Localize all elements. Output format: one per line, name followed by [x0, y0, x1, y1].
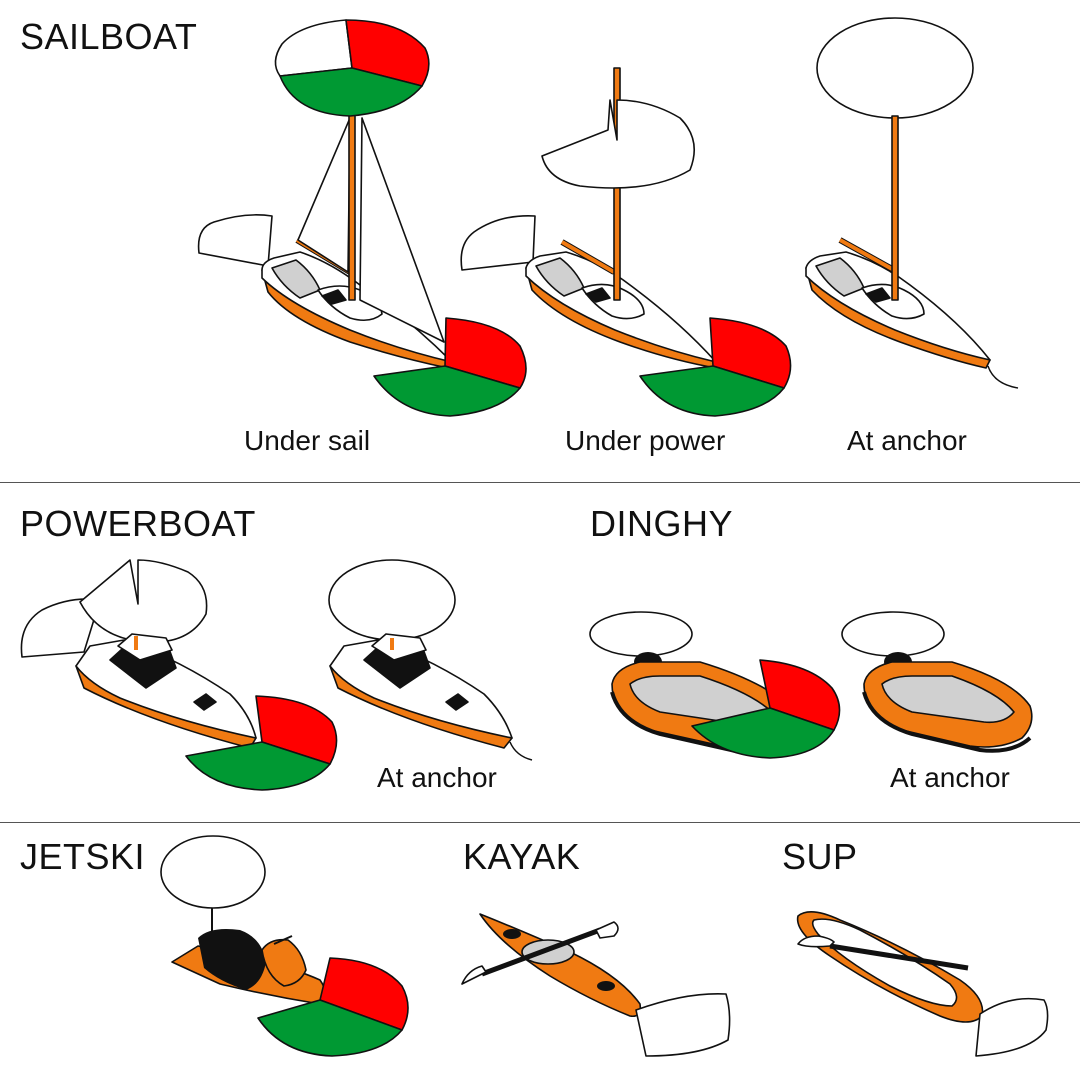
- section-title-kayak: KAYAK: [463, 836, 581, 877]
- dinghy-rubbing-strake: [862, 691, 1032, 753]
- hatch: [321, 289, 347, 305]
- mainsail: [297, 117, 351, 273]
- dinghy-floor: [881, 675, 1015, 724]
- sup-paddle-blade: [797, 935, 835, 948]
- mast: [891, 115, 899, 301]
- section-title-jetski: JETSKI: [20, 836, 146, 877]
- mast: [348, 109, 356, 301]
- port-sidelight: [444, 317, 527, 389]
- jetski-seat: [198, 929, 266, 990]
- sup-paddle-shaft: [829, 943, 969, 971]
- caption-powerboat-at-anchor: At anchor: [377, 762, 497, 793]
- starboard-sidelight: [691, 707, 835, 759]
- deck-hatch: [445, 693, 469, 711]
- caption-under-sail: Under sail: [244, 425, 371, 456]
- port-sidelight: [319, 957, 409, 1031]
- anchor-rode: [509, 741, 533, 761]
- section-title-powerboat: POWERBOAT: [20, 503, 256, 544]
- anchor-light: [328, 559, 456, 641]
- anchor-light: [816, 17, 974, 119]
- divider-bottom: [0, 822, 1080, 823]
- jetski: [160, 835, 409, 1057]
- kayak-hatch-front: [503, 929, 521, 939]
- kayak: [461, 913, 731, 1057]
- sup: [796, 911, 1049, 1057]
- steaming-light-sector: [541, 99, 696, 189]
- kayak-paddle-blade-right: [595, 921, 619, 939]
- jib: [359, 117, 445, 343]
- dinghy-underway: [589, 611, 841, 759]
- stern-light-sector: [197, 214, 273, 267]
- anchor-rode: [987, 365, 1019, 389]
- sup-deck-pad: [811, 918, 958, 1007]
- powerboat-underway: [20, 559, 338, 791]
- cabin-roof: [371, 633, 427, 661]
- hatch: [585, 287, 611, 303]
- starboard-sidelight: [185, 741, 331, 791]
- stern-light-sector: [635, 993, 731, 1057]
- kayak-paddle-shaft: [481, 927, 601, 977]
- starboard-sidelight: [639, 365, 785, 417]
- section-title-sailboat: SAILBOAT: [20, 16, 198, 57]
- tricolour-green: [279, 67, 423, 117]
- dinghy-at-anchor: [841, 611, 1033, 753]
- starboard-sidelight: [257, 999, 403, 1057]
- port-sidelight: [255, 695, 338, 765]
- deck-hatch: [193, 693, 217, 711]
- tricolour-red: [345, 19, 430, 87]
- cabin-roof: [117, 633, 173, 661]
- handlebar: [273, 935, 293, 945]
- caption-under-power: Under power: [565, 425, 726, 456]
- section-title-sup: SUP: [782, 836, 858, 877]
- anchor-light: [841, 611, 945, 657]
- section-title-dinghy: DINGHY: [590, 503, 734, 544]
- sailboat-at-anchor: [805, 17, 1019, 389]
- jetski-handlebar-housing: [261, 938, 307, 987]
- port-sidelight: [759, 659, 841, 731]
- kayak-paddle-blade-left: [461, 965, 487, 985]
- tricolour-white: [274, 19, 353, 77]
- masthead-light-sector: [79, 559, 208, 643]
- all-round-light: [589, 611, 693, 657]
- stern-light-sector: [975, 997, 1049, 1057]
- light-mast: [134, 636, 138, 650]
- all-round-light: [160, 835, 266, 909]
- sailboat-under-power: [460, 67, 792, 417]
- powerboat-at-anchor: [328, 559, 533, 761]
- kayak-hatch-rear: [597, 981, 615, 991]
- stern-light-sector: [460, 215, 536, 271]
- starboard-sidelight: [373, 365, 521, 417]
- light-mast: [390, 638, 394, 650]
- divider-top: [0, 482, 1080, 483]
- caption-dinghy-at-anchor: At anchor: [890, 762, 1010, 793]
- hatch: [865, 287, 891, 303]
- caption-sailboat-at-anchor: At anchor: [847, 425, 967, 456]
- sailboat-under-sail: [197, 19, 527, 417]
